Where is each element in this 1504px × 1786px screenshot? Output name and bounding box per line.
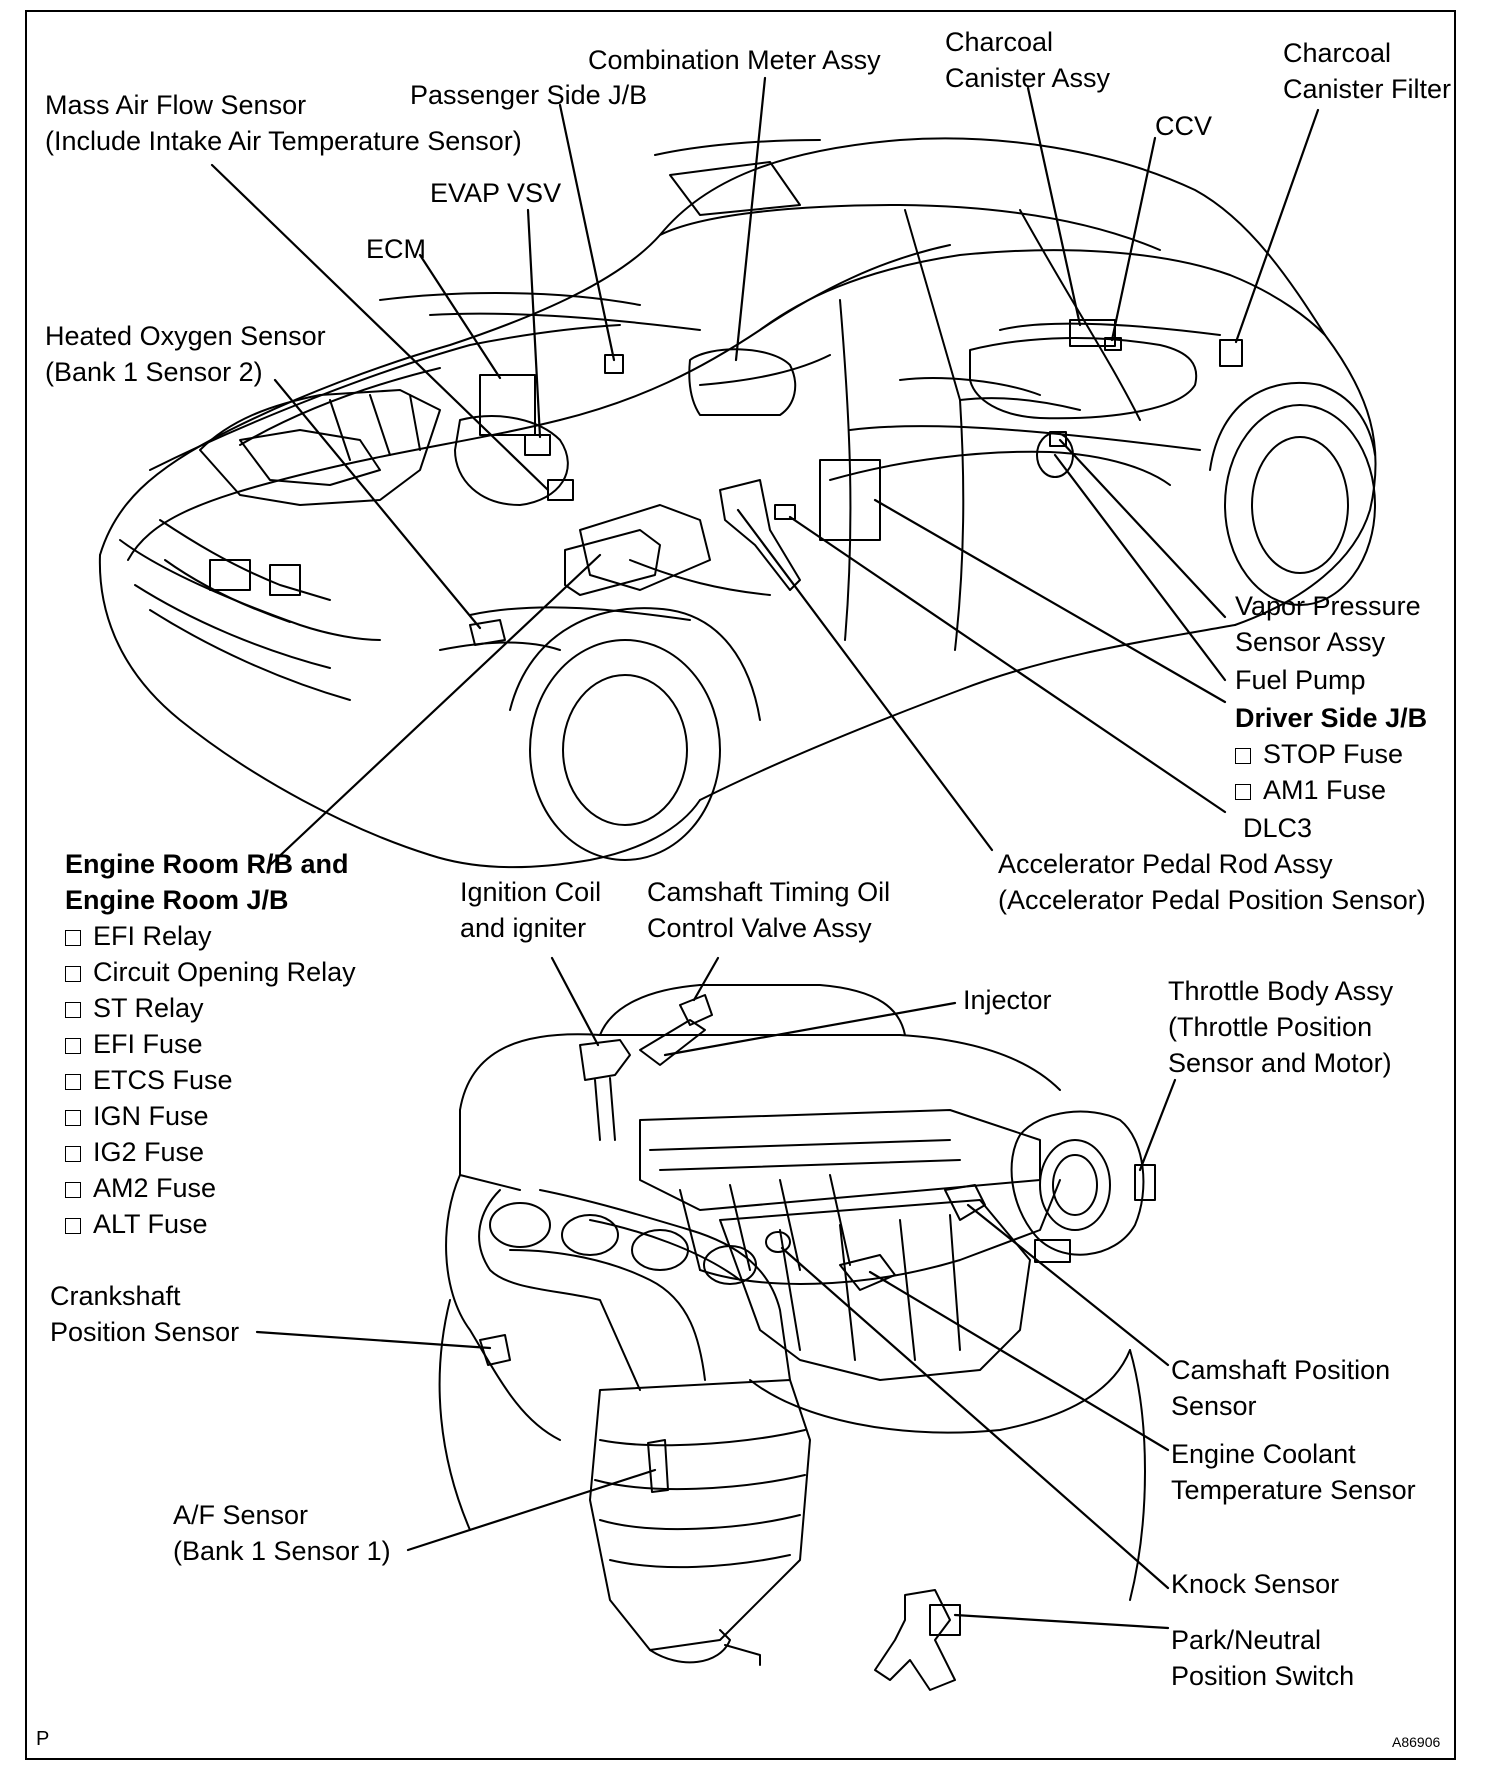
camshaft-position-unit <box>944 1184 986 1221</box>
label-driver-side-jb: Driver Side J/B STOP Fuse AM1 Fuse <box>1235 700 1427 808</box>
park-neutral-unit <box>874 1589 956 1691</box>
engine-room-item: IGN Fuse <box>65 1098 356 1134</box>
checkbox-icon <box>65 1182 81 1198</box>
corner-mark: P <box>36 1728 50 1750</box>
front-wheel <box>529 639 721 861</box>
ecm-unit <box>479 374 536 436</box>
dlc3-unit <box>774 504 796 520</box>
driver-jb-item: AM1 Fuse <box>1235 772 1427 808</box>
label-passenger-side-jb: Passenger Side J/B <box>410 80 648 110</box>
car-outline <box>98 137 1377 869</box>
leader-lines <box>210 76 1320 1630</box>
label-ecm: ECM <box>366 234 426 264</box>
label-engine-room-rb-jb: Engine Room R/B and Engine Room J/B EFI … <box>65 846 356 1242</box>
driver-jb-item: STOP Fuse <box>1235 736 1427 772</box>
checkbox-icon <box>1235 784 1251 800</box>
charcoal-canister-unit <box>1069 319 1116 347</box>
checkbox-icon <box>65 1002 81 1018</box>
checkbox-icon <box>65 1038 81 1054</box>
af-sensor-unit <box>647 1439 669 1493</box>
label-heated-oxygen-sensor: Heated Oxygen Sensor(Bank 1 Sensor 2) <box>45 321 326 387</box>
engine-room-title: Engine Room R/B and <box>65 849 349 879</box>
combination-meter-unit <box>688 348 797 416</box>
crankshaft-sensor-unit <box>479 1334 511 1366</box>
engine-room-item: Circuit Opening Relay <box>65 954 356 990</box>
diagram-frame <box>25 10 1456 1760</box>
knock-sensor-unit <box>765 1231 791 1253</box>
checkbox-icon <box>65 1110 81 1126</box>
vapor-pressure-unit <box>1049 431 1067 447</box>
checkbox-icon <box>65 930 81 946</box>
engine-room-item: EFI Fuse <box>65 1026 356 1062</box>
catalytic-converter <box>589 1379 811 1651</box>
heated-o2-unit <box>469 619 506 646</box>
driver-jb-unit <box>819 459 881 541</box>
ignition-coil-unit <box>579 1039 631 1081</box>
checkbox-icon <box>65 966 81 982</box>
engine-room-item: IG2 Fuse <box>65 1134 356 1170</box>
engine-room-item: ETCS Fuse <box>65 1062 356 1098</box>
checkbox-icon <box>1235 748 1251 764</box>
label-fuel-pump: Fuel Pump <box>1235 665 1366 695</box>
engine-assembly <box>438 984 1156 1691</box>
engine-room-item: ALT Fuse <box>65 1206 356 1242</box>
driver-jb-title: Driver Side J/B <box>1235 703 1428 733</box>
engine-room-title: Engine Room J/B <box>65 885 289 915</box>
evap-vsv-unit <box>524 434 551 456</box>
engine-room-item: EFI Relay <box>65 918 356 954</box>
label-af-sensor: A/F Sensor(Bank 1 Sensor 1) <box>173 1500 391 1566</box>
figure-code: A86906 <box>1392 1734 1441 1750</box>
label-evap-vsv: EVAP VSV <box>430 178 562 208</box>
checkbox-icon <box>65 1146 81 1162</box>
label-injector: Injector <box>963 985 1052 1015</box>
injector-unit <box>639 1019 706 1066</box>
label-ccv: CCV <box>1155 111 1213 141</box>
checkbox-icon <box>65 1074 81 1090</box>
charcoal-filter-unit <box>1219 339 1243 367</box>
label-combination-meter-assy: Combination Meter Assy <box>588 45 881 75</box>
label-accelerator-pedal-rod-assy: Accelerator Pedal Rod Assy(Accelerator P… <box>998 849 1426 915</box>
engine-room-item: AM2 Fuse <box>65 1170 356 1206</box>
rear-wheel <box>1224 404 1376 606</box>
accelerator-pedal-unit <box>719 479 801 591</box>
checkbox-icon <box>65 1218 81 1234</box>
maf-sensor-unit <box>547 479 574 501</box>
coolant-temp-unit <box>839 1254 896 1291</box>
label-dlc3: DLC3 <box>1243 813 1313 843</box>
throttle-body-unit <box>1010 1110 1145 1256</box>
camshaft-ocv-unit <box>679 994 713 1026</box>
label-mass-air-flow-sensor: Mass Air Flow Sensor(Include Intake Air … <box>45 90 522 156</box>
engine-room-rb-unit <box>564 529 661 596</box>
engine-room-item: ST Relay <box>65 990 356 1026</box>
label-knock-sensor: Knock Sensor <box>1171 1569 1340 1599</box>
